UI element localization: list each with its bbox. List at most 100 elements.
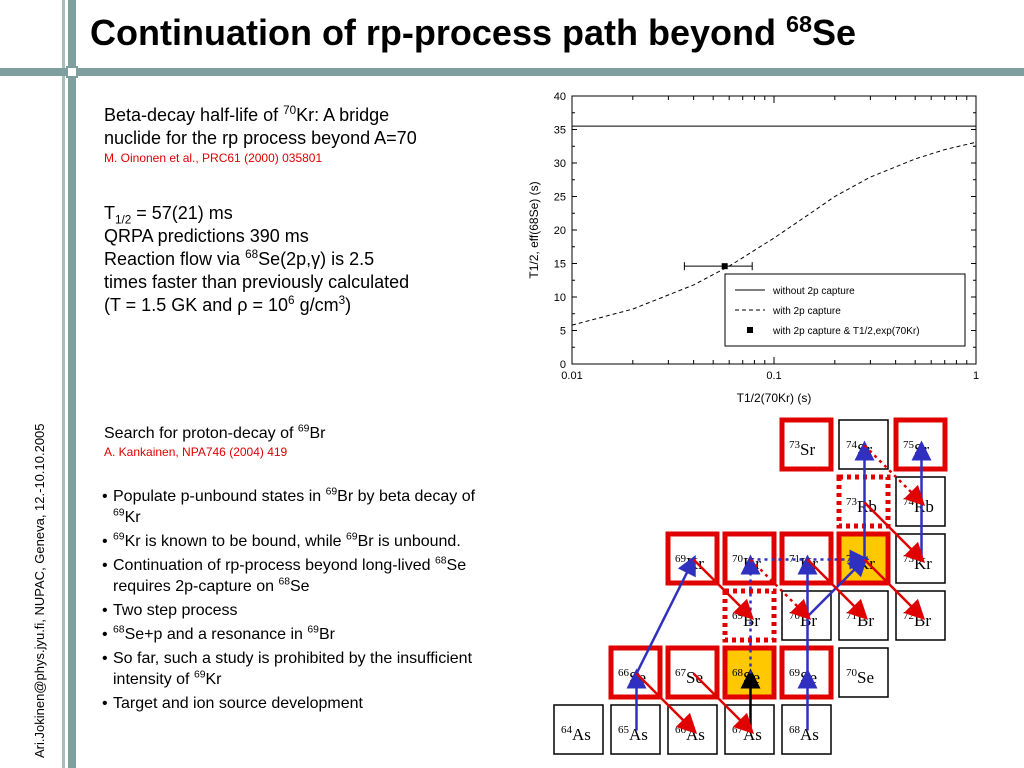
nuclide-mass: 70 xyxy=(732,553,744,565)
nuclide-cell: 64As xyxy=(553,704,604,755)
nuclide-element: As xyxy=(800,725,819,744)
nuclide-cell: 67Se xyxy=(665,645,720,700)
bullet-item: Target and ion source development xyxy=(100,693,480,714)
flow-arrow-blue xyxy=(635,555,696,675)
nuclide-mass: 69 xyxy=(675,553,687,565)
nuclide-mass: 73 xyxy=(903,553,915,565)
nuclide-box xyxy=(838,647,889,698)
nuclide-element: Se xyxy=(686,668,703,687)
frame-corner-square xyxy=(66,66,78,78)
y-tick-label: 10 xyxy=(554,292,566,304)
nuclide-element: As xyxy=(572,725,591,744)
nuclide-mass: 73 xyxy=(846,496,858,508)
bullet-item: Two step process xyxy=(100,600,480,621)
nuclide-label: 65As xyxy=(618,724,648,744)
nuclide-element: Kr xyxy=(800,554,818,573)
nuclide-mass: 66 xyxy=(618,667,630,679)
nuclide-mass: 74 xyxy=(903,496,915,508)
halflife-plot: 0 5 10 15 20 25 30 35 40 0.01 0.1 1 T1/2, eff(68Se) … xyxy=(520,84,988,410)
y-tick-label: 15 xyxy=(554,259,566,271)
nuclide-mass: 68 xyxy=(732,667,744,679)
nuclide-element: Kr xyxy=(743,554,761,573)
slide-title: Continuation of rp-process path beyond 6… xyxy=(90,11,857,53)
y-tick-label: 40 xyxy=(554,91,566,103)
bullet-item: 68Se+p and a resonance in 69Br xyxy=(100,624,480,645)
y-tick-label: 5 xyxy=(560,326,566,338)
nuclide-mass: 67 xyxy=(732,724,744,736)
flow-arrow-red xyxy=(806,558,869,621)
x-tick-label: 0.1 xyxy=(766,370,781,382)
legend-label: with 2p capture xyxy=(772,306,841,317)
series-line-1 xyxy=(571,141,977,326)
nuclide-mass: 65 xyxy=(618,724,630,736)
block-halflife: Beta-decay half-life of 70Kr: A bridge n… xyxy=(104,104,514,166)
y-axis-label: T1/2, eff(68Se) (s) xyxy=(527,181,541,278)
nuclide-mass: 72 xyxy=(903,610,914,622)
nuclide-label: 73Sr xyxy=(789,439,815,459)
nuclide-label: 68As xyxy=(789,724,819,744)
nuclide-cell: 70Se xyxy=(838,647,889,698)
frame-bar-vertical xyxy=(68,0,76,768)
nuclide-box xyxy=(665,645,720,700)
nuclide-mass: 70 xyxy=(789,610,801,622)
nuclide-chart: 64As65As66As67As68As66Se67Se68Se69Se70Se… xyxy=(545,410,1005,764)
nuclide-element: Kr xyxy=(914,554,932,573)
nuclide-mass: 66 xyxy=(675,724,687,736)
y-tick-label: 35 xyxy=(554,125,566,137)
nuclide-element: Br xyxy=(914,611,931,630)
data-point xyxy=(721,263,728,270)
nuclide-box xyxy=(553,704,604,755)
author-sidebar: Ari.Jokinen@phys.jyu.fi, NUPAC, Geneva, … xyxy=(32,423,47,758)
bullet-list: Populate p-unbound states in 69Br by bet… xyxy=(100,486,480,717)
legend-label: with 2p capture & T1/2,exp(70Kr) xyxy=(772,326,920,337)
flow-arrow-red xyxy=(863,501,926,564)
nuclide-label: 67Se xyxy=(675,667,703,687)
nuclide-mass: 67 xyxy=(675,667,687,679)
nuclide-mass: 75 xyxy=(903,439,915,451)
nuclide-mass: 69 xyxy=(732,610,744,622)
y-tick-label: 25 xyxy=(554,192,566,204)
flow-arrow-red xyxy=(692,672,755,735)
flow-arrow-red xyxy=(692,558,755,621)
nuclide-element: Br xyxy=(857,611,874,630)
nuclide-label: 64As xyxy=(561,724,591,744)
nuclide-mass: 70 xyxy=(846,667,858,679)
reference-oinonen: M. Oinonen et al., PRC61 (2000) 035801 xyxy=(104,151,323,165)
bullet-item: 69Kr is known to be bound, while 69Br is… xyxy=(100,531,480,552)
nuclide-cell: 73Sr xyxy=(779,417,834,472)
y-tick-label: 0 xyxy=(560,359,566,371)
nuclide-box xyxy=(779,417,834,472)
frame-bar-horizontal xyxy=(0,68,1024,76)
nuclide-element: Se xyxy=(857,668,874,687)
x-axis-label: T1/2(70Kr) (s) xyxy=(737,391,812,405)
halflife-plot-svg: 0 5 10 15 20 25 30 35 40 0.01 0.1 1 T1/2, eff(68Se) … xyxy=(527,91,979,405)
y-tick-label: 20 xyxy=(554,225,566,237)
flow-arrow-red xyxy=(635,672,698,735)
x-tick-label: 0.01 xyxy=(561,370,582,382)
legend-swatch-marker xyxy=(747,327,753,333)
nuclide-element: As xyxy=(686,725,705,744)
block-results: T1/2 = 57(21) ms QRPA predictions 390 ms… xyxy=(104,203,410,315)
bullet-item: Populate p-unbound states in 69Br by bet… xyxy=(100,486,480,528)
y-tick-label: 30 xyxy=(554,158,566,170)
frame-bar-vertical-thin xyxy=(62,0,65,768)
legend-label: without 2p capture xyxy=(772,286,855,297)
block-proton-decay: Search for proton-decay of 69Br A. Kanka… xyxy=(104,424,504,460)
nuclide-mass: 68 xyxy=(789,724,801,736)
nuclide-element: Rb xyxy=(914,497,934,516)
nuclide-mass: 71 xyxy=(846,610,857,622)
nuclide-mass: 69 xyxy=(789,667,801,679)
nuclide-label: 70Se xyxy=(846,667,874,687)
nuclide-mass: 73 xyxy=(789,439,801,451)
nuclide-element: Br xyxy=(743,611,760,630)
nuclide-element: Sr xyxy=(800,440,815,459)
nuclide-element: As xyxy=(629,725,648,744)
nuclide-mass: 74 xyxy=(846,439,858,451)
nuclide-element: As xyxy=(743,725,762,744)
nuclide-chart-svg: 64As65As66As67As68As66Se67Se68Se69Se70Se… xyxy=(553,417,948,755)
bullet-item: So far, such a study is prohibited by th… xyxy=(100,648,480,690)
reference-kankainen: A. Kankainen, NPA746 (2004) 419 xyxy=(104,445,288,459)
flow-arrow-red xyxy=(863,558,926,621)
nuclide-mass: 64 xyxy=(561,724,573,736)
x-tick-label: 1 xyxy=(973,370,979,382)
